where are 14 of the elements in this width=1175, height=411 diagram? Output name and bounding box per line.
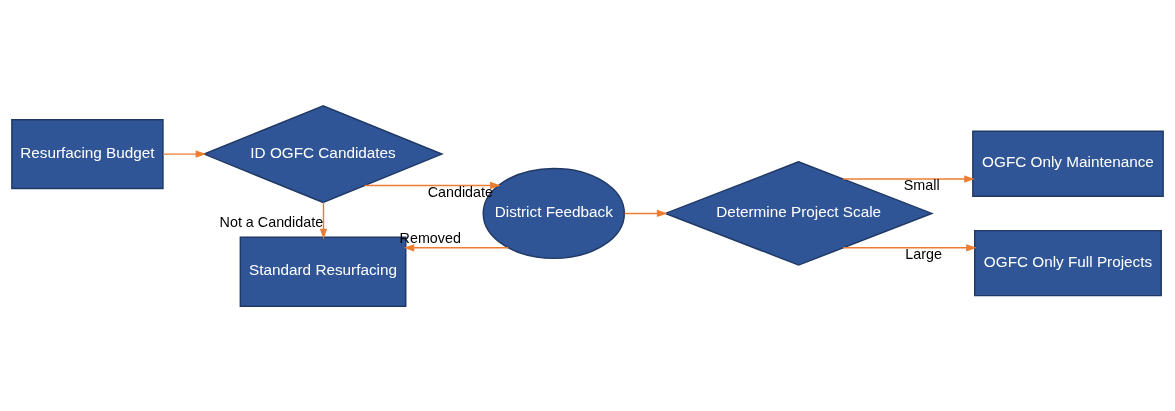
- edge-label: Not a Candidate: [219, 213, 324, 230]
- arrow: [319, 201, 328, 239]
- edge-label: Small: [903, 176, 940, 193]
- arrow: [623, 209, 668, 217]
- arrow: [162, 149, 207, 158]
- edge-label: Large: [905, 245, 942, 262]
- node-box: Resurfacing Budget: [11, 118, 164, 189]
- arrow: [842, 174, 975, 183]
- node-box: OGFC Only Maintenance: [972, 129, 1164, 197]
- arrow: [364, 181, 501, 189]
- edge-label: Candidate: [427, 183, 493, 200]
- arrow: [403, 243, 509, 252]
- node-box: OGFC Only Full Projects: [974, 229, 1162, 296]
- arrow: [842, 243, 977, 252]
